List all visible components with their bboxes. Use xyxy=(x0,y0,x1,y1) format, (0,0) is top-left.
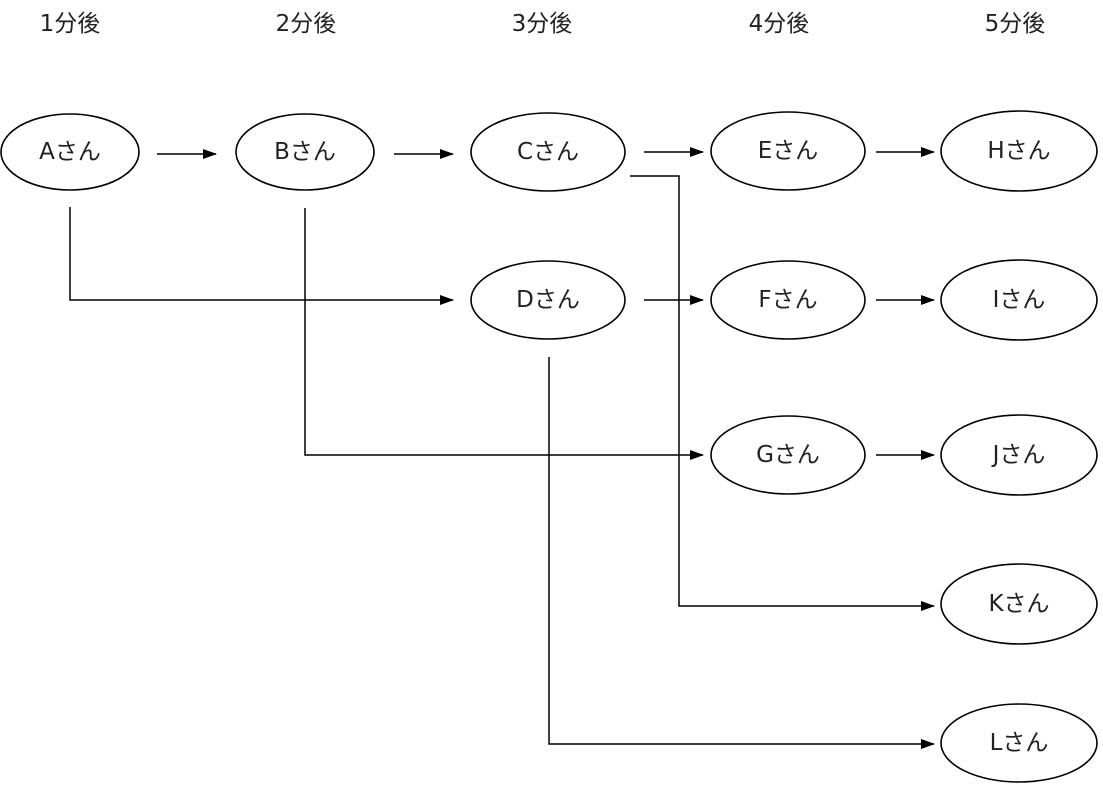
node-i-ellipse xyxy=(940,259,1098,341)
edge-c-to-k xyxy=(630,175,935,611)
node-j: Jさん xyxy=(940,414,1098,496)
node-g-ellipse xyxy=(710,415,866,495)
node-b-label: Bさん xyxy=(274,139,336,165)
edge-d-to-l xyxy=(548,357,935,749)
node-i-label: Iさん xyxy=(993,287,1046,313)
node-h-label: Hさん xyxy=(987,138,1050,164)
node-l-label: Lさん xyxy=(990,730,1049,756)
node-j-label: Jさん xyxy=(991,442,1046,468)
node-g: Gさん xyxy=(710,415,866,495)
node-d: Dさん xyxy=(470,260,626,340)
header-minute-5: 5分後 xyxy=(984,11,1046,37)
node-d-label: Dさん xyxy=(516,287,580,313)
node-k-label: Kさん xyxy=(988,591,1049,617)
node-e: Eさん xyxy=(710,111,866,191)
nodes-layer: Aさん Bさん Cさん Dさん Eさん Fさん xyxy=(0,110,1098,783)
node-c: Cさん xyxy=(470,112,626,192)
node-b: Bさん xyxy=(235,113,375,191)
node-g-label: Gさん xyxy=(756,442,820,468)
node-c-label: Cさん xyxy=(517,139,579,165)
node-a-ellipse xyxy=(0,113,140,191)
node-b-ellipse xyxy=(235,113,375,191)
header-minute-1: 1分後 xyxy=(39,11,101,37)
header-minute-3: 3分後 xyxy=(511,11,573,37)
node-d-ellipse xyxy=(470,260,626,340)
node-e-label: Eさん xyxy=(758,138,819,164)
node-f-ellipse xyxy=(710,260,866,340)
header-minute-4: 4分後 xyxy=(748,11,810,37)
node-h: Hさん xyxy=(940,110,1098,192)
node-i: Iさん xyxy=(940,259,1098,341)
node-f-label: Fさん xyxy=(758,287,817,313)
node-l: Lさん xyxy=(940,703,1098,783)
node-c-ellipse xyxy=(470,112,626,192)
node-f: Fさん xyxy=(710,260,866,340)
node-j-ellipse xyxy=(940,414,1098,496)
edge-b-to-g xyxy=(304,208,704,460)
node-h-ellipse xyxy=(940,110,1098,192)
node-k: Kさん xyxy=(940,563,1098,645)
edge-a-to-d xyxy=(69,207,454,305)
node-k-ellipse xyxy=(940,563,1098,645)
node-e-ellipse xyxy=(710,111,866,191)
edges-layer xyxy=(69,147,935,749)
node-l-ellipse xyxy=(940,703,1098,783)
header-minute-2: 2分後 xyxy=(275,11,337,37)
node-a-label: Aさん xyxy=(39,139,101,165)
node-a: Aさん xyxy=(0,113,140,191)
